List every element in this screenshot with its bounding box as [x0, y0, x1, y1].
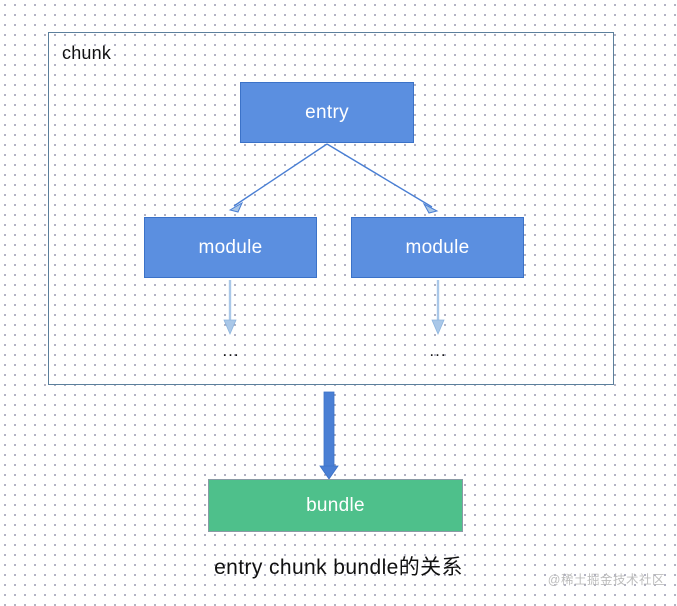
node-module-left-label: module	[198, 236, 263, 258]
chunk-label: chunk	[62, 43, 112, 63]
node-module-left[interactable]: module	[144, 217, 317, 278]
arrow-chunk-to-bundle	[319, 391, 339, 480]
node-module-right[interactable]: module	[351, 217, 524, 278]
ellipsis-right: ...	[429, 341, 447, 360]
node-entry[interactable]: entry	[240, 82, 414, 143]
ellipsis-left: ...	[222, 341, 240, 360]
diagram-caption: entry chunk bundle的关系	[214, 556, 463, 579]
watermark: @稀土掘金技术社区	[547, 573, 665, 587]
node-bundle[interactable]: bundle	[208, 479, 463, 532]
chunk-container	[48, 32, 614, 385]
node-entry-label: entry	[305, 101, 349, 123]
node-bundle-label: bundle	[306, 494, 365, 516]
node-module-right-label: module	[405, 236, 470, 258]
